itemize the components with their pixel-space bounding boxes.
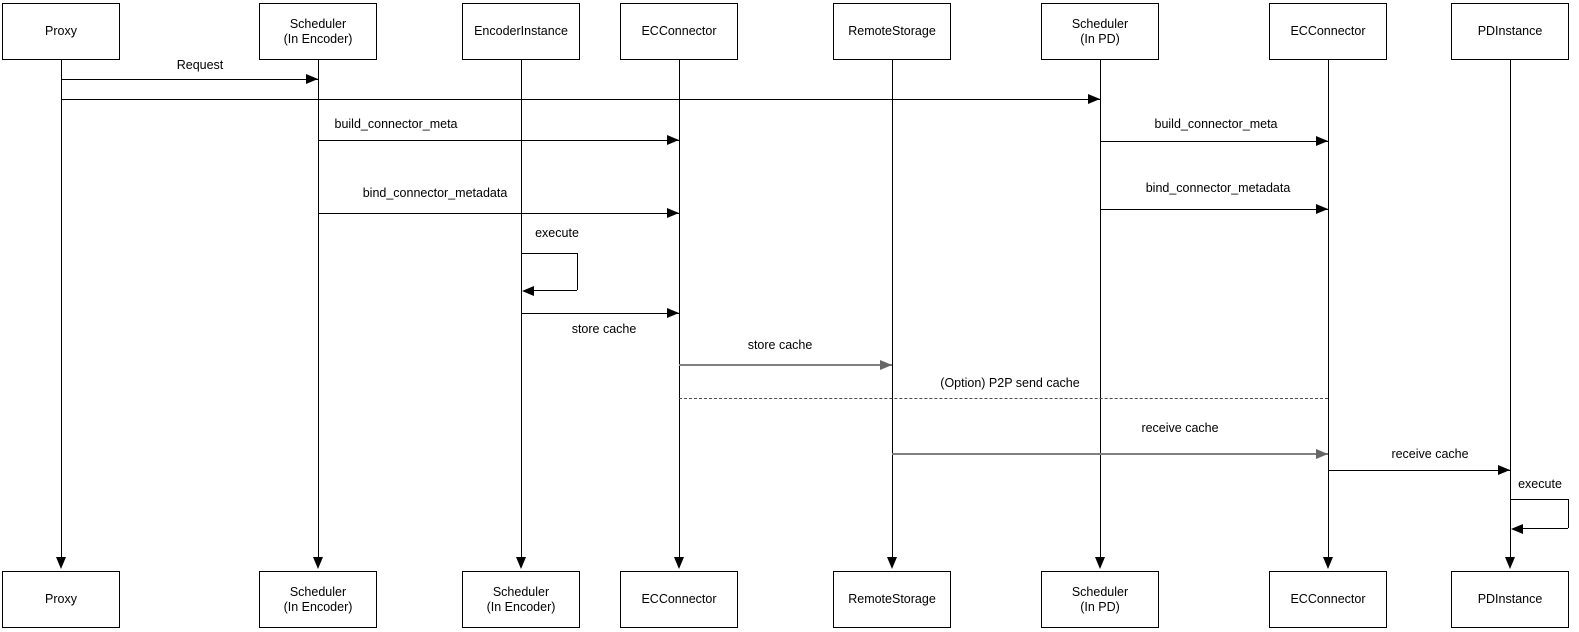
message-line xyxy=(318,140,679,141)
lifeline-scheduler-in-encoder xyxy=(318,60,319,557)
message-line xyxy=(521,313,679,314)
actor-top-box-scheduler-in-encoder: Scheduler(In Encoder) xyxy=(259,3,377,60)
message-label: build_connector_meta xyxy=(332,117,460,131)
self-message-arrowhead-pd-instance xyxy=(1511,524,1523,534)
lifeline-encoder-instance xyxy=(521,60,522,557)
actor-bottom-box-encoder-instance: Scheduler(In Encoder) xyxy=(462,571,580,628)
actor-label: (In Encoder) xyxy=(283,599,353,614)
actor-label: ECConnector xyxy=(1290,592,1366,606)
actor-top-box-proxy: Proxy xyxy=(2,3,120,60)
message-label: build_connector_meta xyxy=(1152,117,1280,131)
lifeline-arrowhead-pd-instance xyxy=(1505,557,1515,569)
self-message-bottom-encoder-instance xyxy=(533,290,577,291)
message-label: Request xyxy=(174,58,226,72)
actor-label: ECConnector xyxy=(641,592,717,606)
actor-label: Proxy xyxy=(45,592,77,606)
lifeline-pd-instance xyxy=(1510,60,1511,557)
self-message-side-pd-instance xyxy=(1568,499,1569,528)
self-message-bottom-pd-instance xyxy=(1522,528,1568,529)
message-line xyxy=(61,99,1100,100)
actor-label: Scheduler xyxy=(492,584,550,599)
lifeline-arrowhead-scheduler-in-pd xyxy=(1095,557,1105,569)
message-line xyxy=(318,213,679,214)
lifeline-arrowhead-proxy xyxy=(56,557,66,569)
message-line xyxy=(892,453,1328,455)
actor-bottom-box-scheduler-in-encoder: Scheduler(In Encoder) xyxy=(259,571,377,628)
dashed-message-line xyxy=(679,398,1328,399)
actor-label: Scheduler xyxy=(289,16,347,31)
lifeline-ec-connector-pd xyxy=(1328,60,1329,557)
message-line xyxy=(1100,209,1328,210)
lifeline-arrowhead-encoder-instance xyxy=(516,557,526,569)
actor-label: (In Encoder) xyxy=(486,599,556,614)
lifeline-arrowhead-ec-connector-pd xyxy=(1323,557,1333,569)
self-message-top-encoder-instance xyxy=(521,253,577,254)
actor-label: EncoderInstance xyxy=(474,24,568,38)
message-arrowhead xyxy=(667,208,679,218)
lifeline-ec-connector-encoder xyxy=(679,60,680,557)
actor-bottom-box-pd-instance: PDInstance xyxy=(1451,571,1569,628)
actor-label: RemoteStorage xyxy=(848,24,936,38)
actor-label: (In PD) xyxy=(1080,599,1120,614)
message-line xyxy=(1328,470,1510,471)
message-label: receive cache xyxy=(1139,421,1221,435)
message-label: execute xyxy=(1516,477,1564,491)
message-arrowhead xyxy=(1498,465,1510,475)
actor-top-box-ec-connector-pd: ECConnector xyxy=(1269,3,1387,60)
self-message-arrowhead-encoder-instance xyxy=(522,286,534,296)
actor-bottom-box-scheduler-in-pd: Scheduler(In PD) xyxy=(1041,571,1159,628)
self-message-side-encoder-instance xyxy=(577,253,578,290)
actor-label: Proxy xyxy=(45,24,77,38)
message-arrowhead xyxy=(1316,449,1328,459)
message-label: bind_connector_metadata xyxy=(360,186,510,200)
message-arrowhead xyxy=(667,308,679,318)
actor-top-box-encoder-instance: EncoderInstance xyxy=(462,3,580,60)
message-arrowhead xyxy=(1316,136,1328,146)
lifeline-proxy xyxy=(61,60,62,557)
message-label: receive cache xyxy=(1389,447,1471,461)
lifeline-scheduler-in-pd xyxy=(1100,60,1101,557)
message-line xyxy=(679,364,892,366)
message-arrowhead xyxy=(306,74,318,84)
actor-top-box-scheduler-in-pd: Scheduler(In PD) xyxy=(1041,3,1159,60)
message-line xyxy=(1100,141,1328,142)
actor-label: Scheduler xyxy=(1071,584,1129,599)
actor-top-box-pd-instance: PDInstance xyxy=(1451,3,1569,60)
actor-bottom-box-remote-storage: RemoteStorage xyxy=(833,571,951,628)
lifeline-remote-storage xyxy=(892,60,893,557)
message-label: store cache xyxy=(745,338,815,352)
message-label: bind_connector_metadata xyxy=(1143,181,1293,195)
lifeline-arrowhead-remote-storage xyxy=(887,557,897,569)
message-arrowhead xyxy=(1088,94,1100,104)
message-arrowhead xyxy=(880,360,892,370)
actor-label: Scheduler xyxy=(1071,16,1129,31)
actor-label: RemoteStorage xyxy=(848,592,936,606)
message-label: (Option) P2P send cache xyxy=(938,376,1082,390)
message-line xyxy=(61,79,318,80)
message-arrowhead xyxy=(667,135,679,145)
actor-bottom-box-proxy: Proxy xyxy=(2,571,120,628)
actor-bottom-box-ec-connector-encoder: ECConnector xyxy=(620,571,738,628)
lifeline-arrowhead-scheduler-in-encoder xyxy=(313,557,323,569)
actor-label: (In Encoder) xyxy=(283,31,353,46)
actor-label: ECConnector xyxy=(641,24,717,38)
actor-top-box-ec-connector-encoder: ECConnector xyxy=(620,3,738,60)
message-label: store cache xyxy=(569,322,639,336)
lifeline-arrowhead-ec-connector-encoder xyxy=(674,557,684,569)
actor-label: PDInstance xyxy=(1477,592,1543,606)
message-label: execute xyxy=(533,226,581,240)
actor-label: PDInstance xyxy=(1477,24,1543,38)
actor-top-box-remote-storage: RemoteStorage xyxy=(833,3,951,60)
actor-bottom-box-ec-connector-pd: ECConnector xyxy=(1269,571,1387,628)
self-message-top-pd-instance xyxy=(1510,499,1568,500)
actor-label: ECConnector xyxy=(1290,24,1366,38)
message-arrowhead xyxy=(1316,204,1328,214)
actor-label: (In PD) xyxy=(1080,31,1120,46)
actor-label: Scheduler xyxy=(289,584,347,599)
